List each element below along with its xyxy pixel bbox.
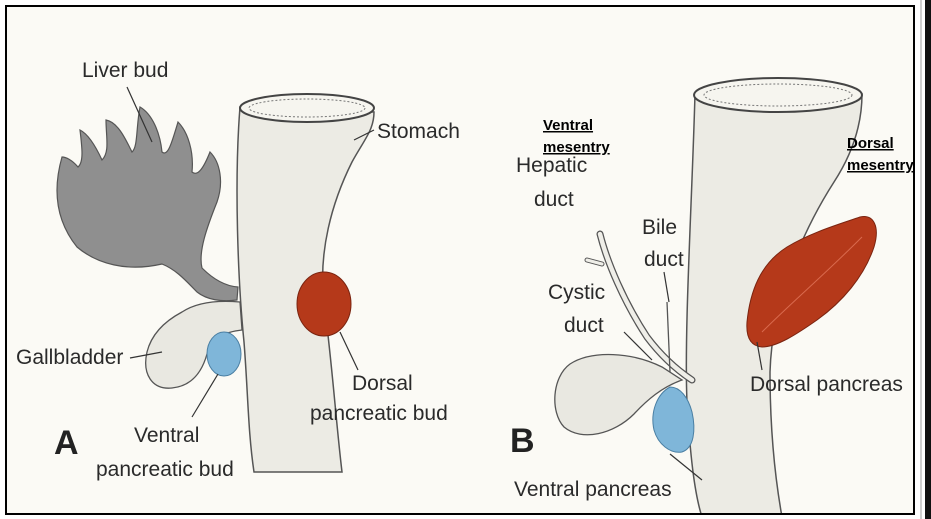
stomach-opening-a [240, 94, 374, 122]
ventral-pancreatic-bud [207, 332, 241, 376]
liver-bud [57, 107, 238, 301]
dorsal-pancreas-label: Dorsal pancreas [750, 373, 903, 396]
hepatic-duct-label-2: duct [534, 188, 574, 211]
bile-duct-label-2: duct [644, 248, 684, 271]
figure-frame: A Liver bud Stomach Gallbladder Dorsal p… [5, 5, 915, 515]
leader-dorsal-bud [340, 332, 358, 370]
ventral-bud-label-2: pancreatic bud [96, 458, 234, 481]
liver-bud-label: Liver bud [82, 59, 168, 82]
ventral-pancreas-label: Ventral pancreas [514, 478, 672, 501]
right-edge-bar [925, 0, 931, 519]
gallbladder-label: Gallbladder [16, 346, 123, 369]
dorsal-pancreatic-bud [297, 272, 351, 336]
right-edge-line [920, 0, 922, 519]
dorsal-mesentry-label-2: mesentry [847, 157, 914, 174]
dorsal-bud-label-2: pancreatic bud [310, 402, 448, 425]
leader-ventral-bud [192, 374, 218, 417]
ventral-mesentry-label-1: Ventral [543, 117, 593, 134]
cystic-duct-label-1: Cystic [548, 281, 605, 304]
cystic-duct-label-2: duct [564, 314, 604, 337]
panel-a: A Liver bud Stomach Gallbladder Dorsal p… [16, 59, 460, 481]
bile-duct-label-1: Bile [642, 216, 677, 239]
embryology-diagram: A Liver bud Stomach Gallbladder Dorsal p… [7, 7, 915, 515]
hepatic-duct-label-1: Hepatic [516, 154, 587, 177]
ventral-bud-label-1: Ventral [134, 424, 199, 447]
panel-b: B Ventral mesentry Dorsal mesentry Hepat… [510, 78, 914, 515]
leader-bile-duct [664, 272, 669, 302]
panel-a-letter: A [54, 424, 79, 462]
stomach-opening-b [694, 78, 862, 112]
panel-b-letter: B [510, 422, 535, 460]
stomach-label-a: Stomach [377, 120, 460, 143]
dorsal-bud-label-1: Dorsal [352, 372, 413, 395]
dorsal-mesentry-label-1: Dorsal [847, 135, 894, 152]
